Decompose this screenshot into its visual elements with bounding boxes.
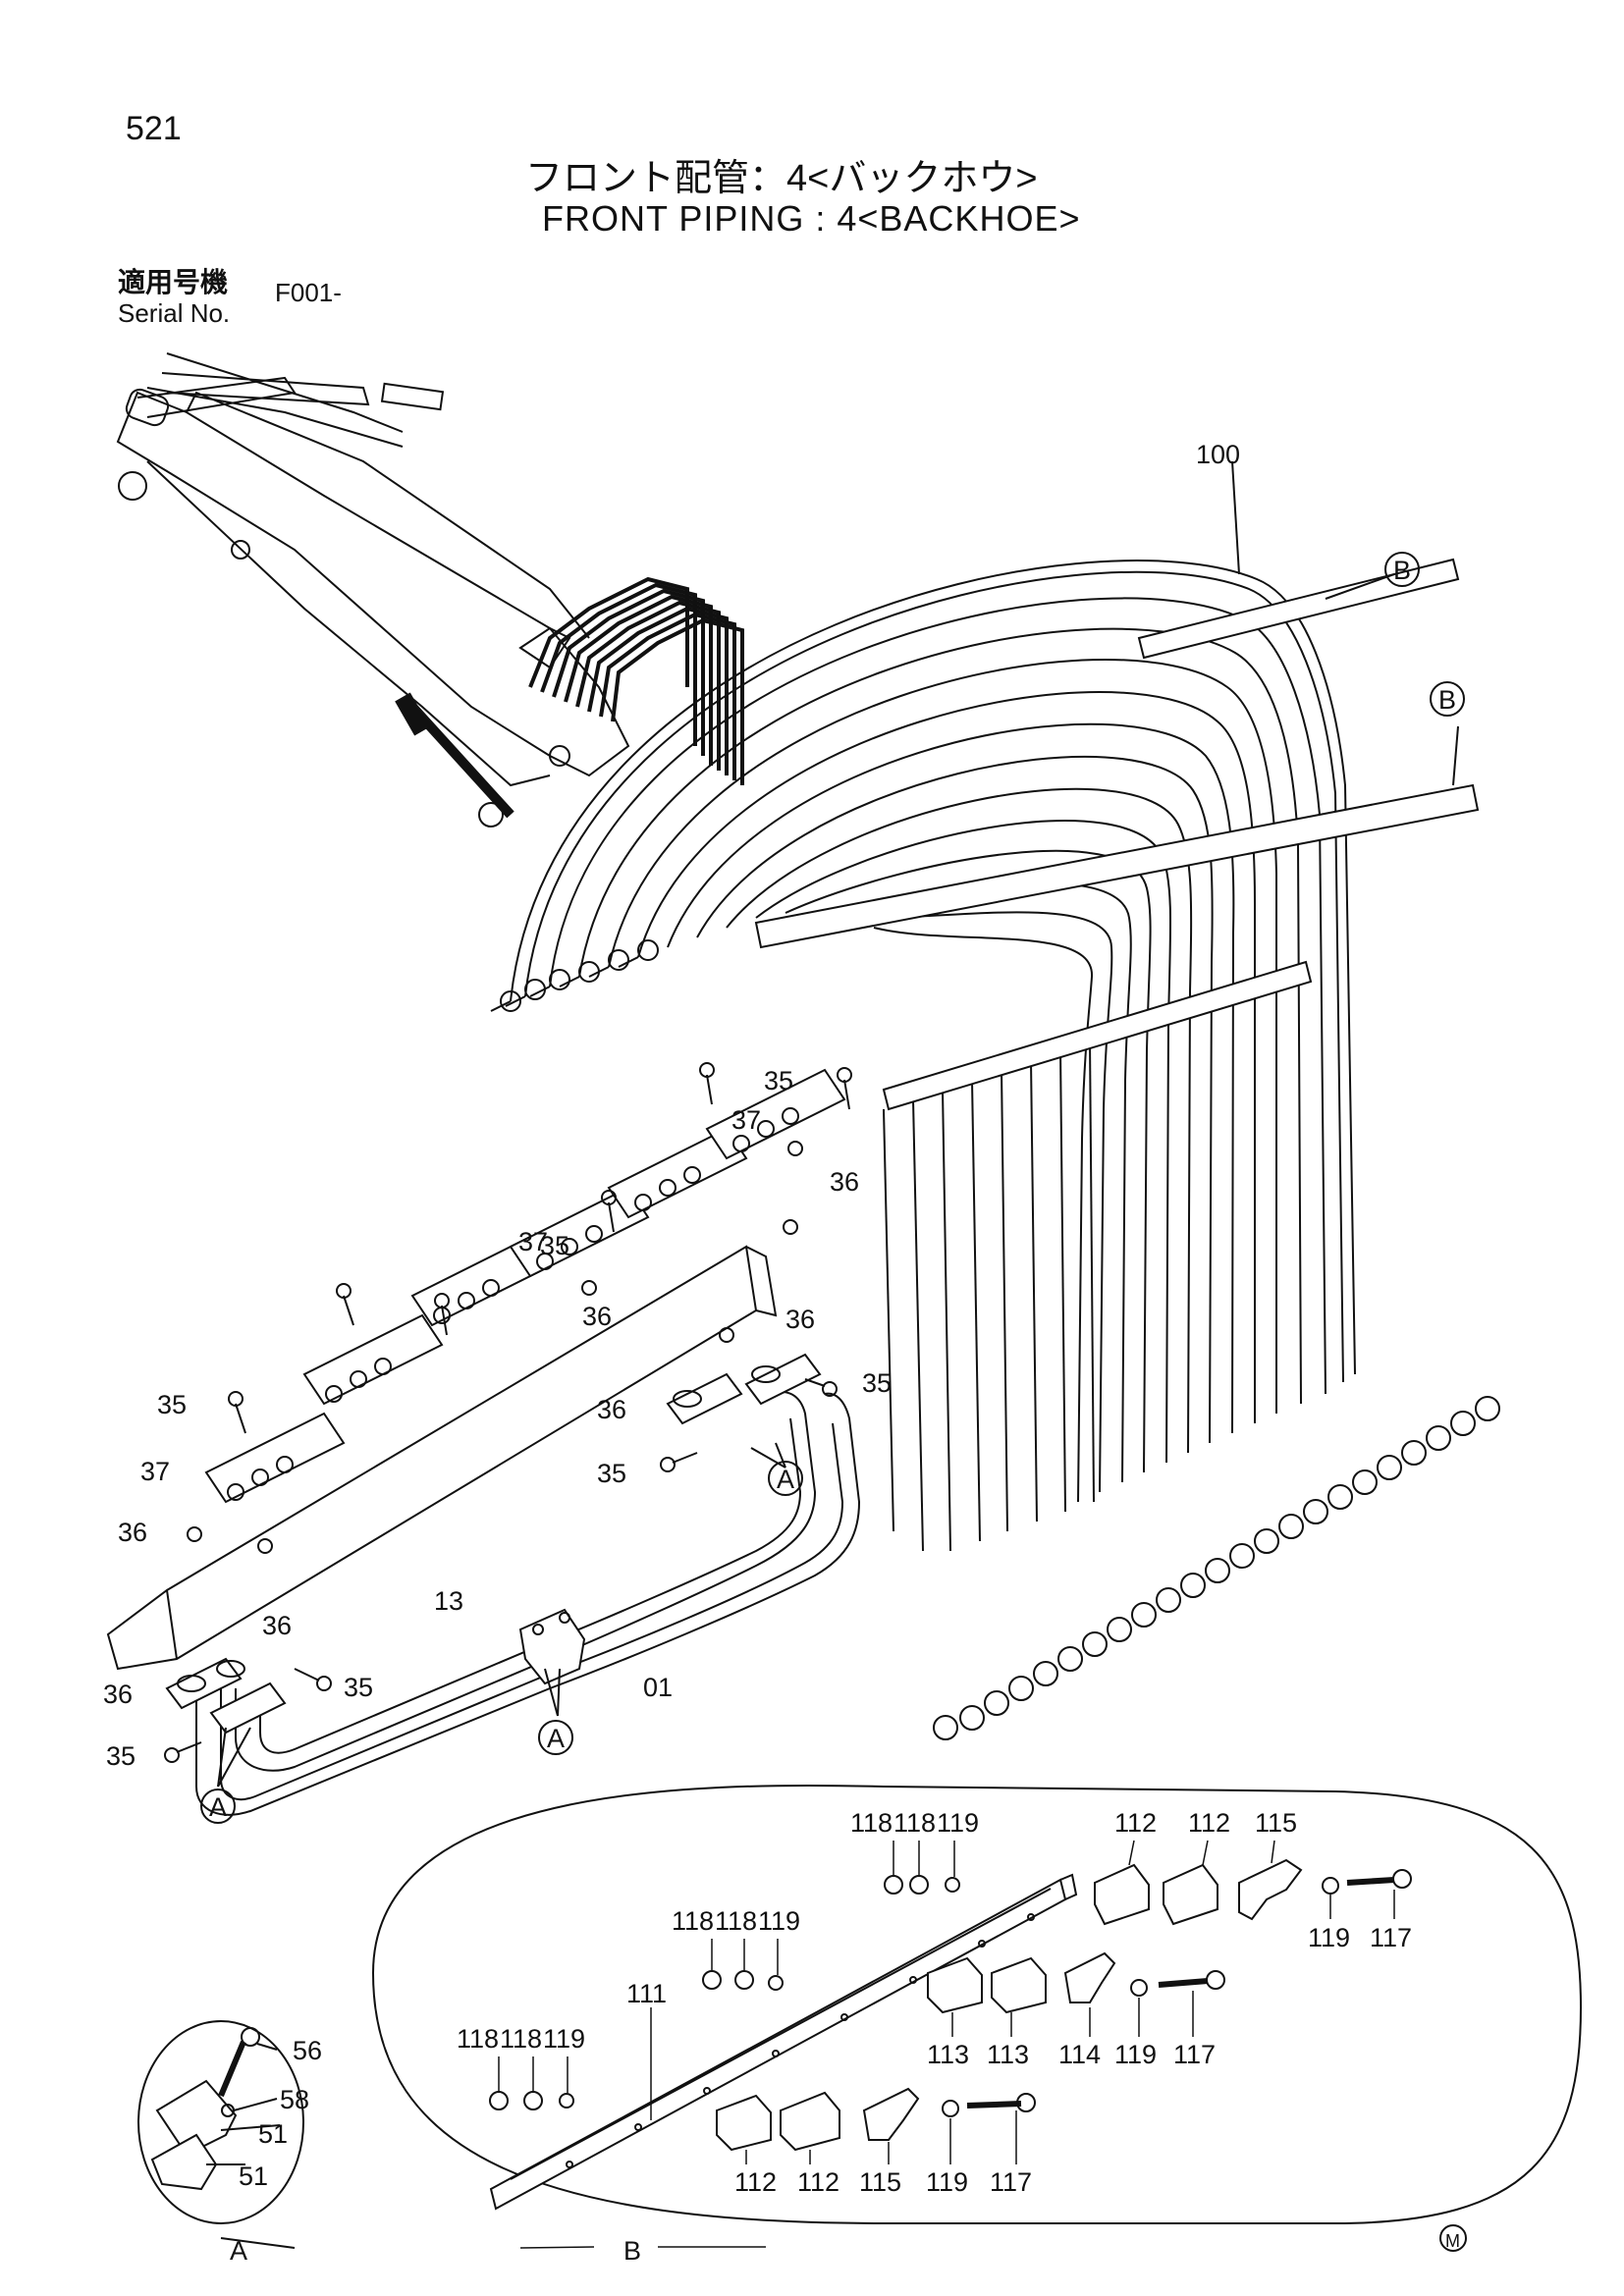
callout-119-r3: 119 [543, 2024, 585, 2054]
callout-35-right: 35 [862, 1368, 892, 1398]
callout-a-flange: A [777, 1465, 794, 1494]
callout-36-block: 36 [262, 1611, 292, 1640]
callout-36-right: 36 [785, 1305, 815, 1334]
callout-36-bottom: 36 [103, 1680, 133, 1709]
callout-118-r2b: 118 [715, 1906, 757, 1936]
callout-119-upper: 119 [1308, 1923, 1350, 1952]
callout-35-pipe: 35 [344, 1673, 373, 1702]
callout-35-left: 35 [157, 1390, 187, 1419]
callout-113-a: 113 [927, 2040, 969, 2069]
callout-37-top: 37 [731, 1105, 761, 1135]
callout-36-left: 36 [118, 1518, 147, 1547]
serial-number-value: F001- [275, 278, 342, 307]
flange-block-assembly [106, 1062, 852, 1671]
serial-label-english: Serial No. [118, 298, 231, 328]
hose-assembly-100 [490, 460, 1500, 1740]
callout-35-upper: 35 [540, 1231, 569, 1260]
page-title-english: FRONT PIPING : 4<BACKHOE> [542, 198, 1081, 239]
callout-35-bottom: 35 [106, 1741, 135, 1771]
page-number: 521 [126, 110, 182, 147]
detail-a-label: A [230, 2236, 247, 2266]
callout-01: 01 [643, 1673, 673, 1702]
callout-112-upper-b: 112 [1188, 1808, 1230, 1838]
serial-label-japanese: 適用号機 [118, 267, 229, 297]
callout-b-right: B [1438, 685, 1456, 715]
callout-117-upper: 117 [1370, 1923, 1412, 1952]
callout-51-lower: 51 [239, 2162, 268, 2191]
callout-119-mid: 119 [1114, 2040, 1157, 2069]
callout-119-lower: 119 [926, 2167, 968, 2197]
detail-b-label: B [623, 2236, 641, 2266]
callout-117-mid: 117 [1173, 2040, 1216, 2069]
callout-118-r1b: 118 [893, 1808, 936, 1838]
steel-pipes-13-01 [164, 1353, 861, 1816]
callout-a-clamp: A [547, 1724, 565, 1753]
callout-a-lower-flange: A [209, 1792, 227, 1822]
callout-111: 111 [626, 1979, 667, 2008]
page-title-japanese: フロント配管：4<バックホウ> [525, 158, 1038, 199]
callout-13: 13 [434, 1586, 463, 1616]
detail-a-view [137, 2020, 304, 2249]
boom-overview-illustration [116, 352, 744, 828]
callout-117-lower: 117 [990, 2167, 1032, 2197]
callout-119-r2: 119 [758, 1906, 800, 1936]
callout-56: 56 [293, 2036, 322, 2065]
callout-119-r1: 119 [937, 1808, 979, 1838]
callout-35-mid: 35 [597, 1459, 626, 1488]
callout-100: 100 [1196, 440, 1240, 469]
callout-118-r2a: 118 [672, 1906, 714, 1936]
callout-114: 114 [1058, 2040, 1101, 2069]
callout-b-upper: B [1393, 556, 1411, 585]
callout-36-top: 36 [830, 1167, 859, 1197]
callout-37-mid: 37 [518, 1227, 548, 1256]
callout-112-upper-a: 112 [1114, 1808, 1157, 1838]
callout-37-left: 37 [140, 1457, 170, 1486]
callout-112-lower-b: 112 [797, 2167, 839, 2197]
callout-36-mid: 36 [582, 1302, 612, 1331]
callout-58: 58 [280, 2085, 309, 2114]
manufacturer-mark: M [1445, 2231, 1460, 2251]
callout-115-upper: 115 [1255, 1808, 1297, 1838]
callout-118-r3b: 118 [500, 2024, 542, 2054]
callout-113-b: 113 [987, 2040, 1029, 2069]
callout-36-lower: 36 [597, 1395, 626, 1424]
callout-35-top: 35 [764, 1066, 793, 1095]
detail-b-view [371, 1784, 1583, 2249]
callout-51-upper: 51 [258, 2119, 288, 2149]
callout-markers [200, 552, 1467, 2252]
callout-112-lower-a: 112 [734, 2167, 777, 2197]
callout-118-r3a: 118 [457, 2024, 499, 2054]
callout-118-r1a: 118 [850, 1808, 893, 1838]
callout-115-lower: 115 [859, 2167, 901, 2197]
